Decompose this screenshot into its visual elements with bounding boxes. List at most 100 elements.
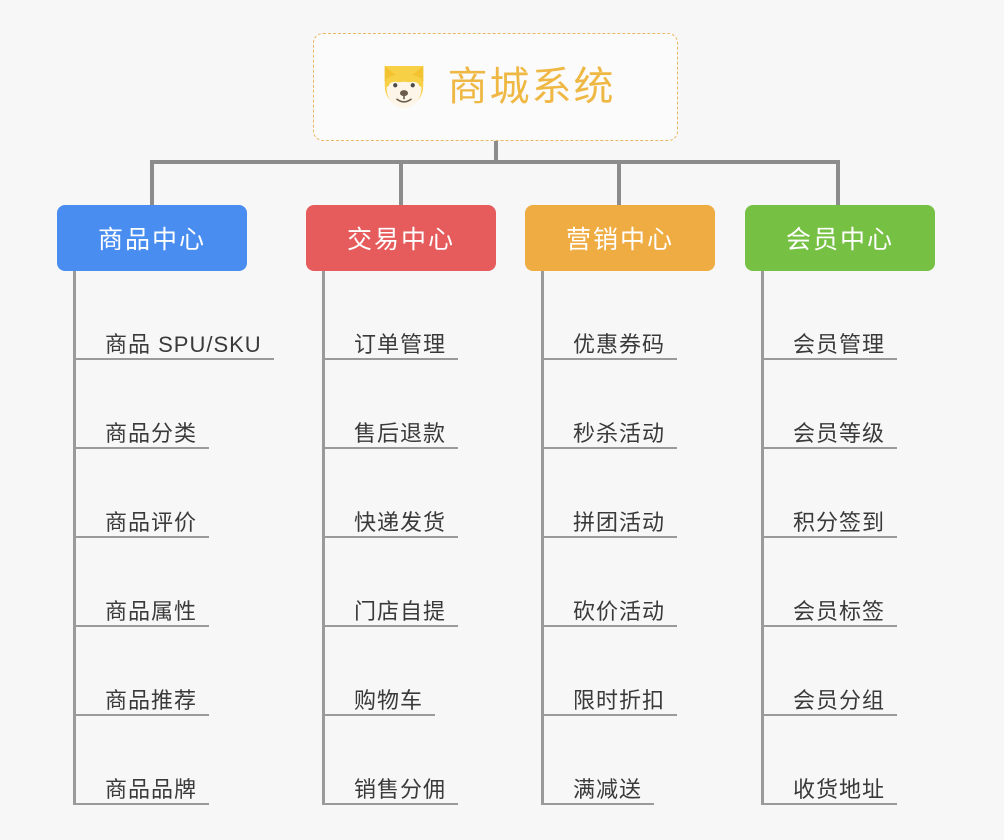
column-spine-4 — [761, 271, 764, 805]
leaf-label: 优惠券码 — [573, 332, 666, 357]
list-item[interactable]: 会员分组 — [745, 627, 935, 716]
leaf-label: 收货地址 — [793, 777, 886, 802]
column-header-label-2: 交易中心 — [346, 226, 455, 254]
leaf-rule — [541, 447, 677, 449]
leaf-rule — [761, 625, 897, 627]
list-item[interactable]: 优惠券码 — [525, 271, 715, 360]
leaf-rule — [73, 536, 209, 538]
column-header-label-1: 商品中心 — [97, 226, 206, 254]
list-item[interactable]: 拼团活动 — [525, 449, 715, 538]
list-item[interactable]: 商品分类 — [57, 360, 247, 449]
list-item[interactable]: 门店自提 — [306, 538, 496, 627]
list-item[interactable]: 商品评价 — [57, 449, 247, 538]
column-spine-3 — [541, 271, 544, 805]
list-item[interactable]: 会员管理 — [745, 271, 935, 360]
leaf-rule — [541, 803, 654, 805]
leaf-rule — [73, 714, 209, 716]
leaf-rule — [73, 447, 209, 449]
connector-drop-1 — [150, 160, 154, 206]
leaf-label: 商品评价 — [105, 510, 198, 535]
connector-drop-4 — [836, 160, 840, 206]
list-item[interactable]: 收货地址 — [745, 716, 935, 805]
column-leaves-2: 订单管理 售后退款 快递发货 门店自提 购物车 销售分佣 — [306, 271, 496, 805]
leaf-rule — [541, 358, 677, 360]
leaf-rule — [761, 358, 897, 360]
leaf-rule — [541, 714, 677, 716]
root-title: 商城系统 — [447, 65, 616, 109]
column-3: 营销中心 优惠券码 秒杀活动 拼团活动 砍价活动 限时折扣 满减送 — [525, 205, 715, 805]
leaf-label: 砍价活动 — [573, 599, 666, 624]
leaf-rule — [322, 536, 458, 538]
column-1: 商品中心 商品 SPU/SKU 商品分类 商品评价 商品属性 商品推荐 商品品牌 — [57, 205, 274, 805]
list-item[interactable]: 秒杀活动 — [525, 360, 715, 449]
column-header-1[interactable]: 商品中心 — [57, 205, 247, 271]
column-spine-2 — [322, 271, 325, 805]
leaf-rule — [322, 803, 458, 805]
leaf-label: 满减送 — [573, 777, 643, 802]
list-item[interactable]: 砍价活动 — [525, 538, 715, 627]
leaf-rule — [761, 803, 897, 805]
column-4: 会员中心 会员管理 会员等级 积分签到 会员标签 会员分组 收货地址 — [745, 205, 935, 805]
column-leaves-1: 商品 SPU/SKU 商品分类 商品评价 商品属性 商品推荐 商品品牌 — [57, 271, 274, 805]
leaf-rule — [761, 536, 897, 538]
column-leaves-3: 优惠券码 秒杀活动 拼团活动 砍价活动 限时折扣 满减送 — [525, 271, 715, 805]
leaf-rule — [541, 625, 677, 627]
leaf-label: 售后退款 — [354, 421, 447, 446]
column-header-label-3: 营销中心 — [565, 226, 674, 254]
leaf-label: 会员分组 — [793, 688, 886, 713]
leaf-label: 限时折扣 — [573, 688, 666, 713]
leaf-label: 会员标签 — [793, 599, 886, 624]
list-item[interactable]: 商品推荐 — [57, 627, 247, 716]
connector-drop-3 — [617, 160, 621, 206]
leaf-rule — [73, 625, 209, 627]
leaf-rule — [761, 714, 897, 716]
leaf-label: 门店自提 — [354, 599, 447, 624]
leaf-label: 商品属性 — [105, 599, 198, 624]
column-header-2[interactable]: 交易中心 — [306, 205, 496, 271]
leaf-label: 商品推荐 — [105, 688, 198, 713]
list-item[interactable]: 订单管理 — [306, 271, 496, 360]
leaf-rule — [322, 447, 458, 449]
leaf-rule — [322, 625, 458, 627]
list-item[interactable]: 销售分佣 — [306, 716, 496, 805]
list-item[interactable]: 商品品牌 — [57, 716, 247, 805]
column-spine-1 — [73, 271, 76, 805]
leaf-label: 商品 SPU/SKU — [105, 332, 262, 357]
column-header-4[interactable]: 会员中心 — [745, 205, 935, 271]
list-item[interactable]: 售后退款 — [306, 360, 496, 449]
leaf-rule — [322, 714, 435, 716]
leaf-label: 销售分佣 — [354, 777, 447, 802]
leaf-label: 订单管理 — [354, 332, 447, 357]
list-item[interactable]: 积分签到 — [745, 449, 935, 538]
leaf-rule — [73, 803, 209, 805]
leaf-label: 会员等级 — [793, 421, 886, 446]
list-item[interactable]: 快递发货 — [306, 449, 496, 538]
root-node[interactable]: 商城系统 — [313, 33, 678, 141]
list-item[interactable]: 会员等级 — [745, 360, 935, 449]
leaf-label: 会员管理 — [793, 332, 886, 357]
leaf-label: 购物车 — [354, 688, 424, 713]
column-leaves-4: 会员管理 会员等级 积分签到 会员标签 会员分组 收货地址 — [745, 271, 935, 805]
leaf-rule — [761, 447, 897, 449]
leaf-rule — [541, 536, 677, 538]
column-2: 交易中心 订单管理 售后退款 快递发货 门店自提 购物车 销售分佣 — [306, 205, 496, 805]
list-item[interactable]: 限时折扣 — [525, 627, 715, 716]
column-header-3[interactable]: 营销中心 — [525, 205, 715, 271]
leaf-label: 商品品牌 — [105, 777, 198, 802]
connector-horizontal-bus — [150, 160, 840, 164]
leaf-label: 秒杀活动 — [573, 421, 666, 446]
leaf-rule — [73, 358, 274, 360]
list-item[interactable]: 满减送 — [525, 716, 715, 805]
list-item[interactable]: 商品 SPU/SKU — [57, 271, 274, 360]
list-item[interactable]: 商品属性 — [57, 538, 247, 627]
column-header-label-4: 会员中心 — [785, 226, 894, 254]
root-node-content: 商城系统 — [376, 59, 616, 115]
leaf-rule — [322, 358, 458, 360]
list-item[interactable]: 会员标签 — [745, 538, 935, 627]
connector-root-stub — [494, 141, 498, 162]
connector-drop-2 — [399, 160, 403, 206]
leaf-label: 商品分类 — [105, 421, 198, 446]
shiba-dog-face-icon — [384, 66, 423, 109]
list-item[interactable]: 购物车 — [306, 627, 496, 716]
